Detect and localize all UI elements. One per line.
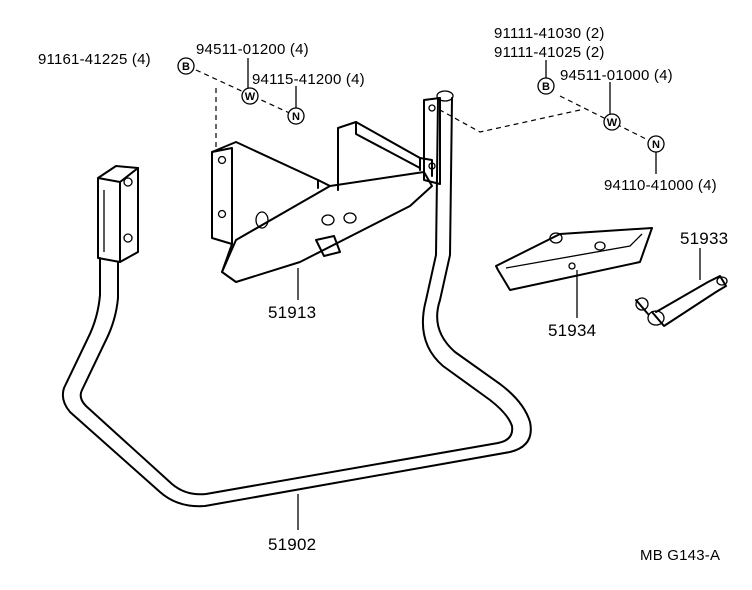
washer-symbol-left: W bbox=[241, 87, 259, 105]
label-51913: 51913 bbox=[268, 303, 317, 322]
svg-text:N: N bbox=[652, 139, 660, 151]
nut-symbol-left: N bbox=[287, 107, 305, 125]
bolt-symbol-left: B bbox=[177, 57, 195, 75]
label-94115-41200: 94115-41200 (4) bbox=[252, 71, 365, 88]
pin-51933 bbox=[635, 275, 728, 327]
label-94511-01200: 94511-01200 (4) bbox=[196, 41, 309, 58]
svg-text:N: N bbox=[292, 111, 300, 123]
bracket-51913 bbox=[211, 97, 441, 283]
label-91111-41025: 91111-41025 (2) bbox=[494, 44, 605, 61]
label-94511-01000: 94511-01000 (4) bbox=[560, 67, 673, 84]
latch-51934 bbox=[495, 227, 653, 291]
bolt-symbol-right: B bbox=[537, 77, 555, 95]
leader-lines bbox=[247, 58, 701, 530]
svg-text:W: W bbox=[607, 117, 618, 129]
label-51933: 51933 bbox=[680, 229, 729, 248]
svg-text:W: W bbox=[245, 91, 256, 103]
label-91111-41030: 91111-41030 (2) bbox=[494, 25, 605, 42]
label-51902: 51902 bbox=[268, 535, 317, 554]
diagram-code: MB G143-A bbox=[640, 547, 721, 564]
nut-symbol-right: N bbox=[647, 135, 665, 153]
frame-51902 bbox=[61, 90, 532, 508]
label-51934: 51934 bbox=[548, 321, 597, 340]
label-94110-41000: 94110-41000 (4) bbox=[604, 177, 717, 194]
washer-symbol-right: W bbox=[603, 113, 621, 131]
svg-text:B: B bbox=[182, 61, 190, 73]
svg-text:B: B bbox=[542, 81, 550, 93]
label-91161-41225: 91161-41225 (4) bbox=[38, 51, 151, 68]
